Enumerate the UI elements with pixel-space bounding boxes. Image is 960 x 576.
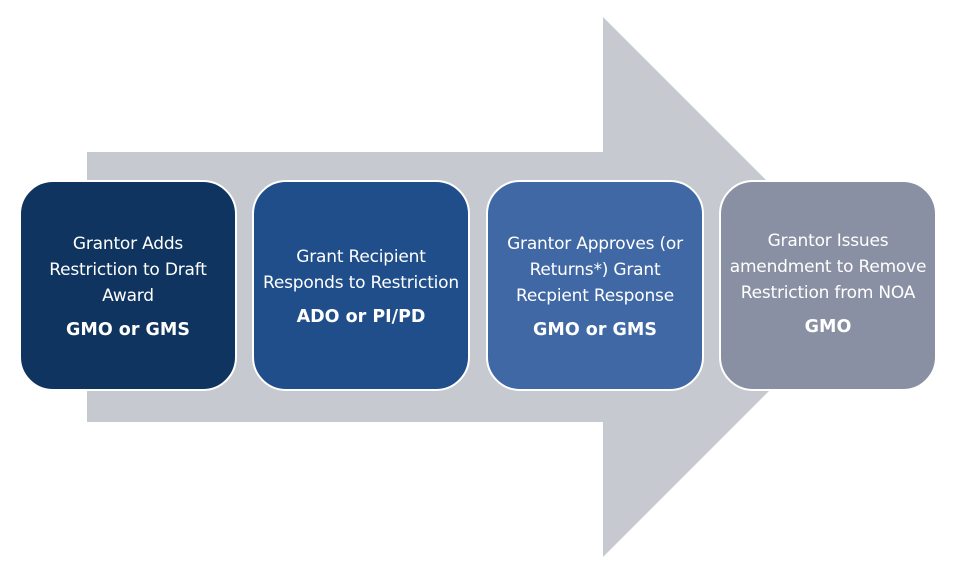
step-4-box: Grantor Issues amendment to Remove Restr…	[719, 180, 937, 391]
step-4-role: GMO	[804, 316, 852, 337]
step-1-description: Grantor Adds Restriction to Draft Award	[49, 233, 207, 306]
step-1-role: GMO or GMS	[66, 319, 190, 340]
step-2-box: Grant Recipient Responds to Restriction …	[252, 180, 470, 391]
arrow-shape	[87, 17, 873, 557]
step-2-description: Grant Recipient Responds to Restriction	[263, 246, 459, 293]
step-3-box: Grantor Approves (or Returns*) Grant Rec…	[486, 180, 704, 391]
step-1-box: Grantor Adds Restriction to Draft Award …	[19, 180, 237, 391]
step-3-role: GMO or GMS	[533, 319, 657, 340]
step-4-description: Grantor Issues amendment to Remove Restr…	[729, 230, 927, 303]
step-3-description: Grantor Approves (or Returns*) Grant Rec…	[507, 233, 683, 306]
step-2-role: ADO or PI/PD	[296, 306, 426, 327]
